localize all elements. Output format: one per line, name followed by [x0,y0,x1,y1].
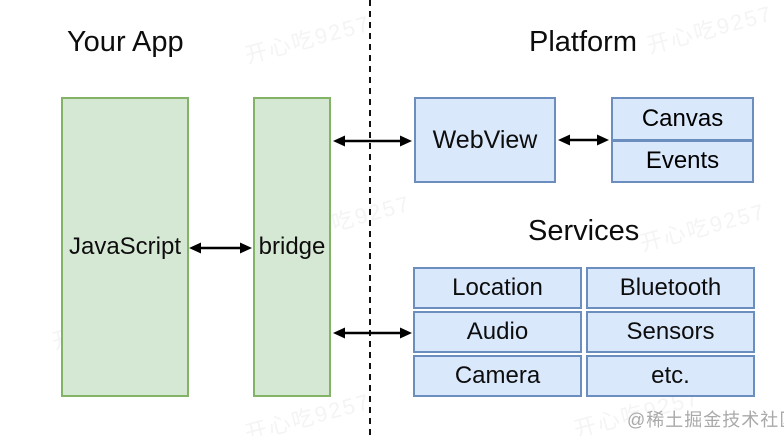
arrow-bridge-services [333,327,412,339]
bridge-box: bridge [253,97,331,397]
platform-title: Platform [529,26,637,58]
bridge-label: bridge [258,233,326,260]
app-platform-boundary-dashed-line [369,0,371,436]
canvas-events-box: Canvas Events [611,97,754,183]
watermark-tile: 开心吃9257 [242,10,374,69]
webview-box: WebView [414,97,556,183]
arrow-webview-canvas [558,134,609,146]
canvas-cell: Canvas [611,97,754,141]
services-table: Location Bluetooth Audio Sensors Camera … [413,267,755,397]
service-cell-sensors: Sensors [586,311,755,353]
watermark-tile: 开心吃9257 [637,198,769,257]
webview-label: WebView [432,125,538,154]
service-cell-audio: Audio [413,311,582,353]
service-cell-location: Location [413,267,582,309]
service-cell-etc: etc. [586,355,755,397]
javascript-box: JavaScript [61,97,189,397]
arrow-javascript-bridge [189,242,252,254]
service-cell-bluetooth: Bluetooth [586,267,755,309]
services-title: Services [528,215,640,247]
watermark-tile: 开心吃9257 [644,0,776,59]
community-credit-watermark: @稀土掘金技术社区 [627,410,784,430]
events-cell: Events [611,139,754,183]
arrow-bridge-webview [333,135,412,147]
service-cell-camera: Camera [413,355,582,397]
javascript-label: JavaScript [68,233,182,260]
your-app-title: Your App [67,26,184,58]
